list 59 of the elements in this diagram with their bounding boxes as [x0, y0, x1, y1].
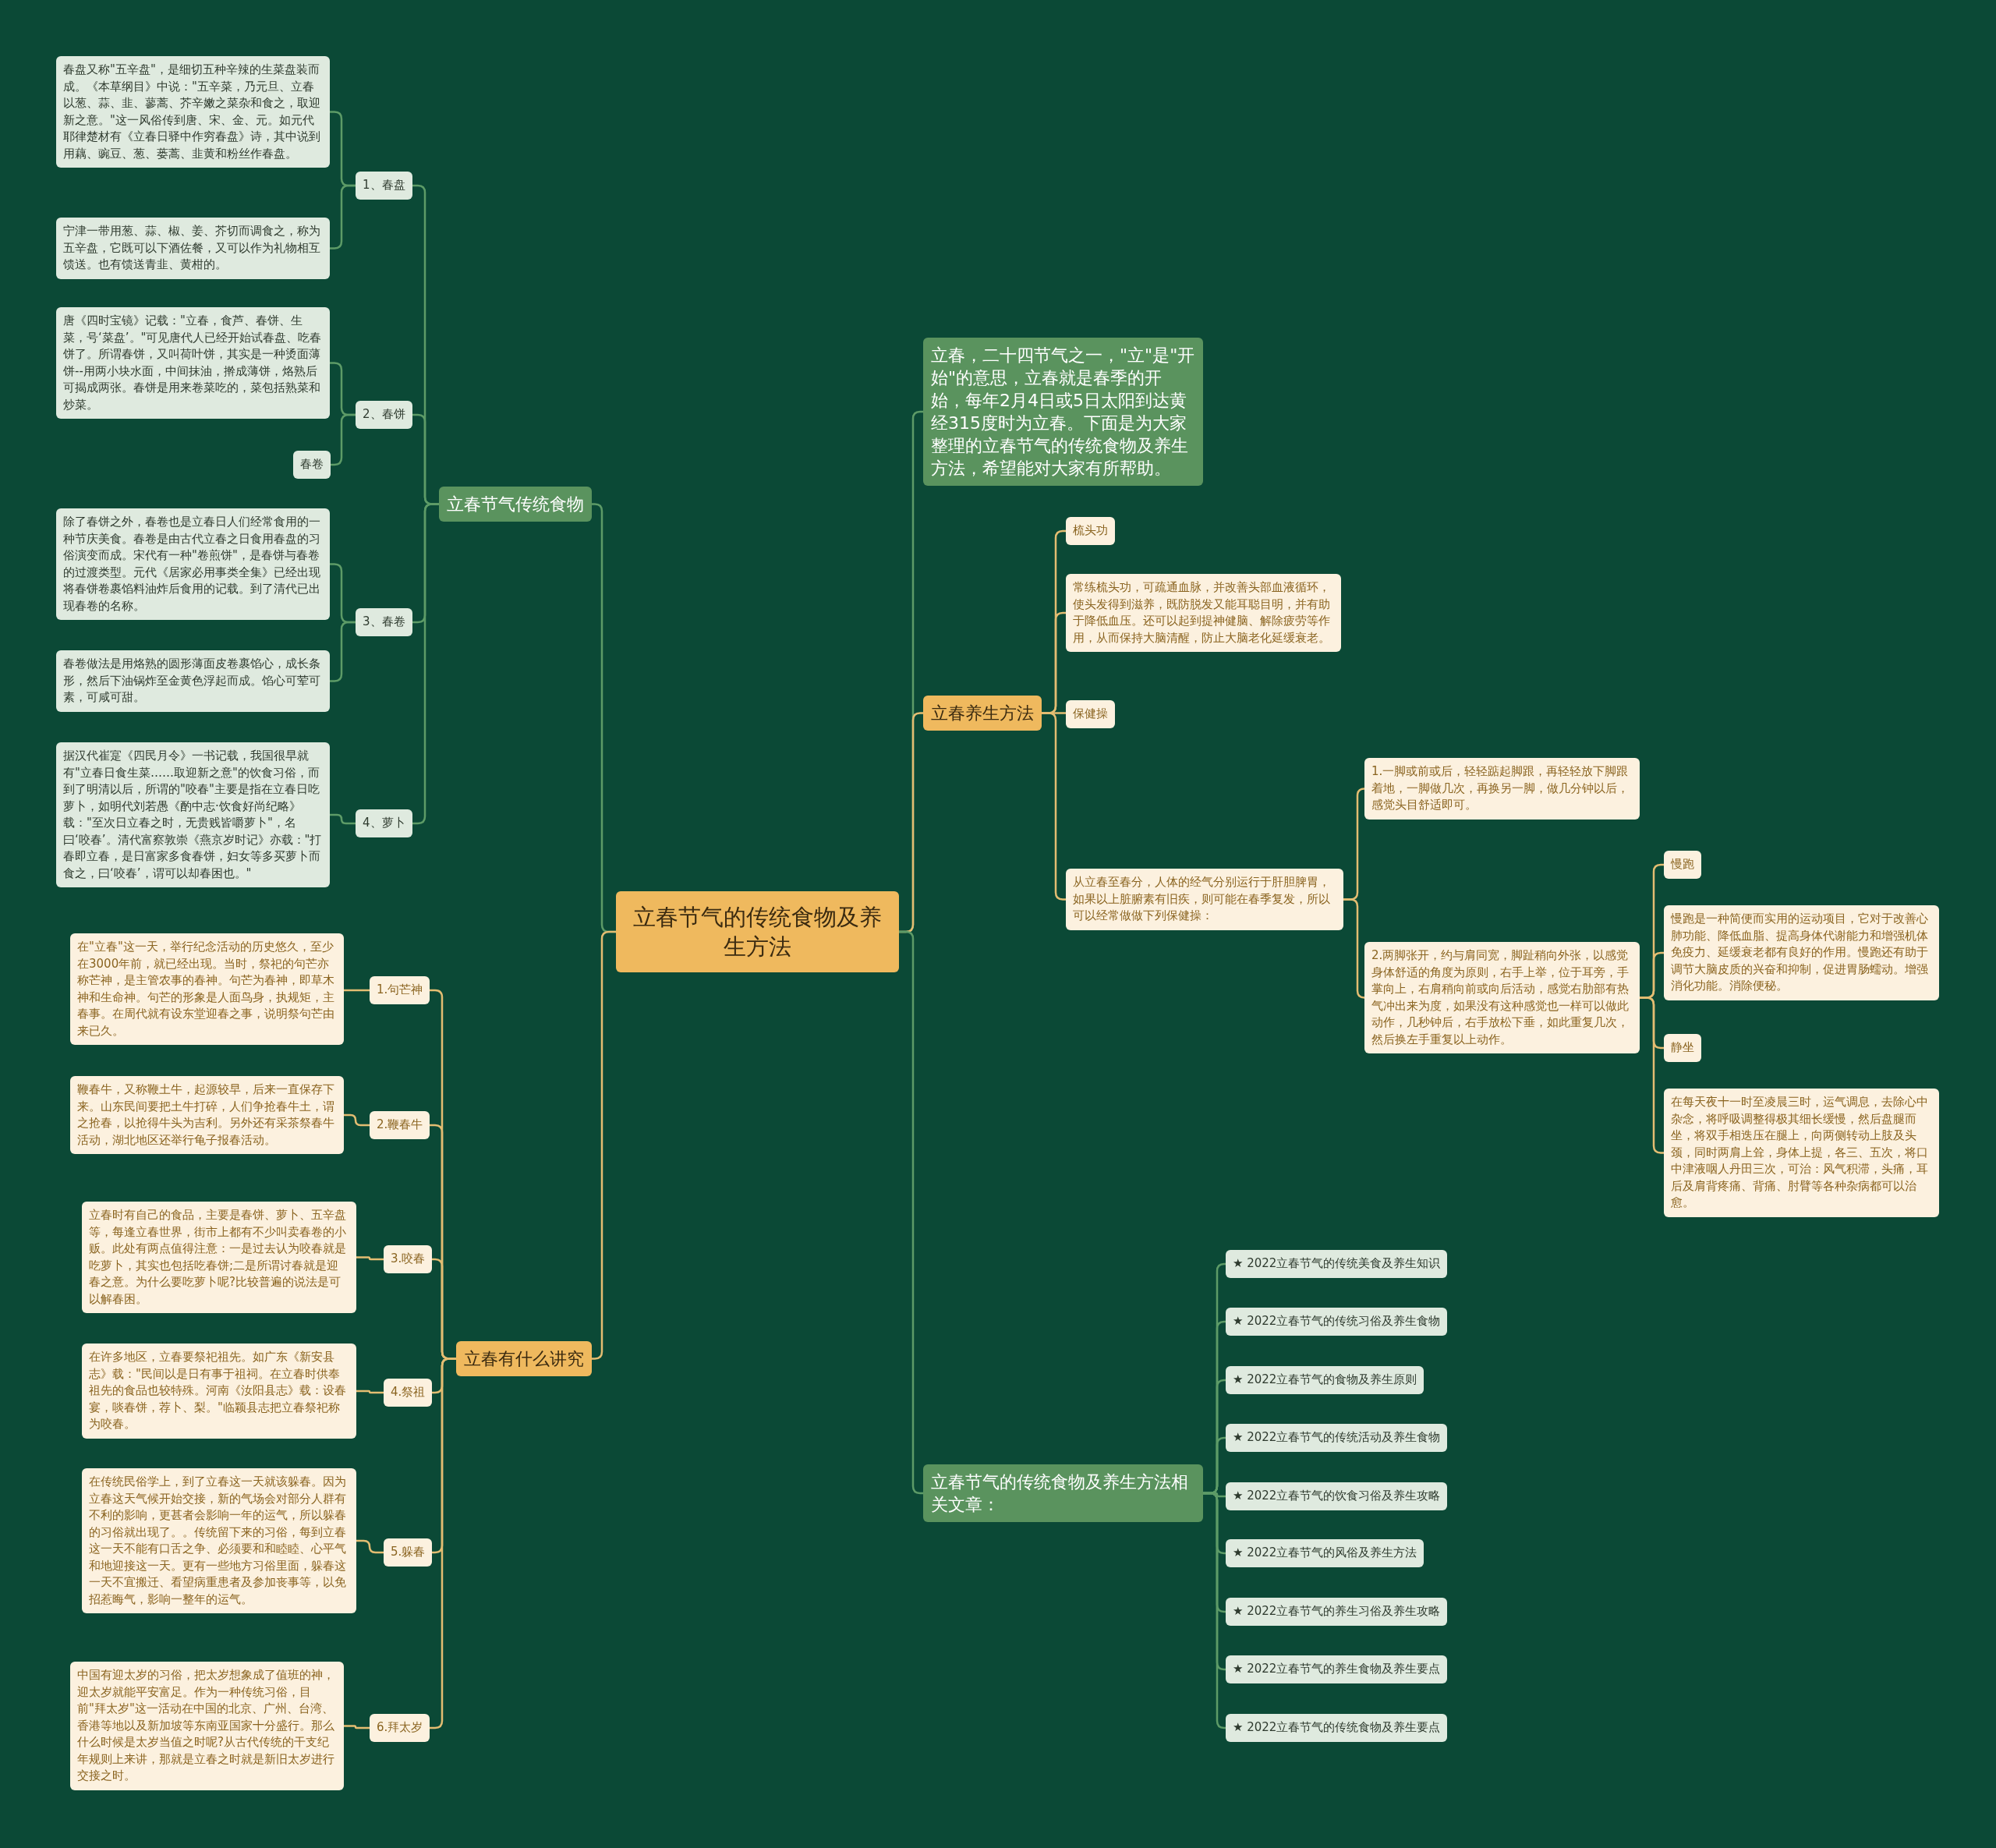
connector-line [412, 503, 439, 825]
subtopic-label: 春卷 [293, 451, 331, 479]
article-link-card: ★ 2022立春节气的养生习俗及养生攻略 [1226, 1598, 1448, 1626]
subtopic-label: 3.咬春 [384, 1245, 433, 1273]
central-topic: 立春节气的传统食物及养生方法 [616, 891, 899, 972]
article-link-card: ★ 2022立春节气的养生食物及养生要点 [1226, 1655, 1448, 1683]
note-card: 春盘又称"五辛盘"，是细切五种辛辣的生菜盘装而成。《本草纲目》中说："五辛菜，乃元旦、立春以葱、蒜、韭、蓼蒿、芥辛嫩之菜杂和食之，取迎新之意。"这一风俗传到唐、宋、金、元。如元代耶律楚材有《立春日驿中作穷春盘》诗，其中说到用藕、豌豆、葱、蒌蒿、韭黄和粉丝作春盘。 [56, 56, 330, 168]
note-card: 1.一脚或前或后，轻轻踮起脚跟，再轻轻放下脚跟着地，一脚做几次，再换另一脚，做几分钟以后，感觉头目舒适即可。 [1364, 758, 1640, 820]
subtopic-label: 保健操 [1066, 700, 1115, 728]
note-card: 在传统民俗学上，到了立春这一天就该躲春。因为立春这天气候开始交接，新的气场会对部分人群有不利的影响，更甚者会影响一年的运气，所以躲春的习俗就出现了。。传统留下来的习俗，每到立春这一天不能有口舌之争、必须要和和睦睦、心平气和地迎接这一天。更有一些地方习俗里面，躲春这一天不宜搬迁、看望病重患者及参加丧事等，以免招惹晦气，影响一整年的运气。 [82, 1468, 356, 1613]
subtopic-label: 慢跑 [1664, 851, 1701, 879]
note-card: 据汉代崔寔《四民月令》一书记载，我国很早就有"立春日食生菜……取迎新之意"的饮食习俗，而到了明清以后，所谓的"咬春"主要是指在立春日吃萝卜，如明代刘若愚《酌中志·饮食好尚纪略》载："至次日立春之时，无贵贱皆嚼萝卜"，名曰‘咬春’。清代富察敦崇《燕京岁时记》亦载："打春即立春，是日富家多食春饼，妇女等多买萝卜而食之，曰‘咬春’，谓可以却春困也。" [56, 742, 330, 887]
subtopic-label: 2.鞭春牛 [370, 1111, 430, 1139]
note-card: 从立春至春分，人体的经气分别运行于肝胆脾胃，如果以上脏腑素有旧疾，则可能在春季复发，所以可以经常做做下列保健操： [1066, 869, 1343, 930]
branch-topic: 立春节气传统食物 [439, 487, 592, 522]
connector-line [1203, 1492, 1226, 1729]
subtopic-label: 4.祭祖 [384, 1379, 433, 1407]
connector-line [356, 1390, 384, 1394]
note-card: 宁津一带用葱、蒜、椒、姜、芥切而调食之，称为五辛盘，它既可以下酒佐餐，又可以作为礼物相互馈送。也有馈送青韭、黄柑的。 [56, 218, 330, 279]
subtopic-label: 梳头功 [1066, 517, 1115, 545]
subtopic-label: 1、春盘 [356, 172, 412, 200]
note-card: 中国有迎太岁的习俗，把太岁想象成了值班的神，迎太岁就能平安富足。作为一种传统习俗，目前"拜太岁"这一活动在中国的北京、广州、台湾、香港等地以及新加坡等东南亚国家十分盛行。那么什么时候是太岁当值之时呢?从古代传统的干支纪年规则上来讲，那就是立春之时就是新旧太岁进行交接之时。 [70, 1662, 344, 1790]
note-card: 常练梳头功，可疏通血脉，并改善头部血液循环，使头发得到滋养，既防脱发又能耳聪目明，并有助于降低血压。还可以起到提神健脑、解除疲劳等作用，从而保持大脑清醒，防止大脑老化延缓衰老。 [1066, 574, 1341, 652]
article-link-card: ★ 2022立春节气的食物及养生原则 [1226, 1366, 1424, 1394]
branch-topic: 立春养生方法 [923, 696, 1042, 731]
connector-line [356, 1256, 384, 1261]
note-card: 除了春饼之外，春卷也是立春日人们经常食用的一种节庆美食。春卷是由古代立春之日食用春盘的习俗演变而成。宋代有一种"卷煎饼"，是春饼与春卷的过渡类型。元代《居家必用事类全集》已经出现将春饼卷裹馅料油炸后食用的记载。到了清代已出现春卷的名称。 [56, 508, 330, 620]
connector-line [344, 989, 370, 992]
note-card: 鞭春牛，又称鞭土牛，起源较早，后来一直保存下来。山东民间要把土牛打碎，人们争抢春牛土，谓之抢春，以抢得牛头为吉利。另外还有采茶祭春牛活动，湖北地区还举行龟子报春活动。 [70, 1076, 344, 1154]
subtopic-label: 2、春饼 [356, 401, 412, 429]
article-link-card: ★ 2022立春节气的传统美食及养生知识 [1226, 1250, 1448, 1278]
subtopic-label: 1.句芒神 [370, 976, 430, 1004]
note-card: 慢跑是一种简便而实用的运动项目，它对于改善心肺功能、降低血脂、提高身体代谢能力和增强机体免疫力、延缓衰老都有良好的作用。慢跑还有助于调节大脑皮质的兴奋和抑制，促进胃肠蠕动。增强消化功能。消除便秘。 [1664, 905, 1939, 1000]
article-link-card: ★ 2022立春节气的传统习俗及养生食物 [1226, 1308, 1448, 1336]
intro-card: 立春，二十四节气之一，"立"是"开始"的意思，立春就是春季的开始，每年2月4日或5日太阳到达黄经315度时为立春。下面是为大家整理的立春节气的传统食物及养生方法，希望能对大家有所帮助。 [923, 338, 1203, 486]
note-card: 在许多地区，立春要祭祀祖先。如广东《新安县志》载："民间以是日有事于祖祠。在立春时供奉祖先的食品也较特殊。河南《汝阳县志》载：设春宴，啖春饼，荐卜、梨。"临颖县志把立春祭祀称为咬春。 [82, 1344, 356, 1439]
note-card: 在每天夜十一时至凌晨三时，运气调息，去除心中杂念，将呼吸调整得极其细长缓慢，然后盘腿而坐，将双手相迭压在腿上，向两侧转动上肢及头颈，同时两肩上耸，身体上提，各三、五次，将口中津液咽人丹田三次，可治：风气积滞，头痛，耳后及肩背疼痛、背痛、肘臂等各种杂病都可以治愈。 [1664, 1089, 1939, 1217]
article-link-card: ★ 2022立春节气的传统食物及养生要点 [1226, 1714, 1448, 1742]
note-card: 春卷做法是用烙熟的圆形薄面皮卷裹馅心，成长条形，然后下油锅炸至金黄色浮起而成。馅心可荤可素，可咸可甜。 [56, 650, 330, 712]
note-card: 2.两脚张开，约与肩同宽，脚趾稍向外张，以感觉身体舒适的角度为原则，右手上举，位于耳旁，手掌向上，右肩稍向前或向后活动，感觉右肋部有热气冲出来为度，如果没有这种感觉也一样可以做此动作，几秒钟后，右手放松下垂，如此重复几次，然后换左手重复以上动作。 [1364, 942, 1640, 1053]
connector-line [344, 1113, 370, 1127]
subtopic-label: 6.拜太岁 [370, 1714, 430, 1742]
article-link-card: ★ 2022立春节气的饮食习俗及养生攻略 [1226, 1482, 1448, 1510]
connector-line [344, 1725, 370, 1729]
connector-line [356, 1539, 384, 1554]
subtopic-label: 3、春卷 [356, 608, 412, 636]
subtopic-label: 4、萝卜 [356, 809, 412, 837]
connector-line [899, 930, 924, 1495]
branch-topic: 立春节气的传统食物及养生方法相关文章： [923, 1464, 1203, 1522]
article-link-card: ★ 2022立春节气的风俗及养生方法 [1226, 1539, 1424, 1567]
branch-topic: 立春有什么讲究 [456, 1341, 592, 1376]
note-card: 唐《四时宝镜》记载："立春，食芦、春饼、生菜，号‘菜盘’。"可见唐代人已经开始试春盘、吃春饼了。所谓春饼，又叫荷叶饼，其实是一种烫面薄饼--用两小块水面，中间抹油，擀成薄饼，烙熟后可揭成两张。春饼是用来卷菜吃的，菜包括熟菜和炒菜。 [56, 307, 330, 419]
connector-line [1343, 898, 1366, 999]
article-link-card: ★ 2022立春节气的传统活动及养生食物 [1226, 1424, 1448, 1452]
note-card: 立春时有自己的食品，主要是春饼、萝卜、五辛盘等，每逢立春世界，街市上都有不少叫卖春卷的小贩。此处有两点值得注意：一是过去认为咬春就是吃萝卜，其实也包括吃春饼;二是所谓讨春就是迎春之意。为什么要吃萝卜呢?比较普遍的说法是可以解春困。 [82, 1202, 356, 1313]
subtopic-label: 静坐 [1664, 1034, 1701, 1062]
subtopic-label: 5.躲春 [384, 1538, 433, 1567]
note-card: 在"立春"这一天，举行纪念活动的历史悠久，至少在3000年前，就已经出现。当时，祭祀的句芒亦称芒神，是主管农事的春神。句芒为春神，即草木神和生命神。句芒的形象是人面鸟身，执规矩，主春事。在周代就有设东堂迎春之事，说明祭句芒由来已久。 [70, 933, 344, 1045]
connector-line [330, 813, 356, 825]
